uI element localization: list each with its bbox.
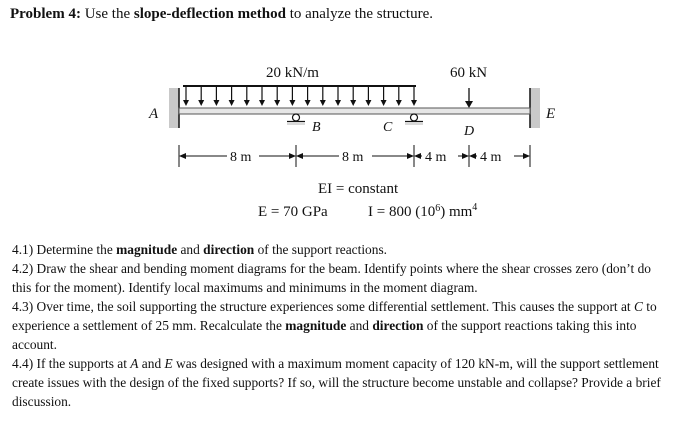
udl-arrow-head — [319, 100, 326, 106]
youngs-modulus-label: E = 70 GPa — [258, 204, 328, 220]
roller-support-c — [405, 113, 423, 125]
method-name: slope-deflection method — [133, 6, 286, 22]
question-text: C — [634, 299, 643, 314]
distributed-load — [183, 85, 417, 106]
question-text: to experience a settlement of 25 mm. Rec… — [12, 299, 657, 333]
span-bc-label: 8 m — [342, 150, 364, 165]
question-text: of the support reactions taking this int… — [12, 318, 637, 352]
dimension-arrows — [179, 153, 530, 159]
span-cd-label: 4 m — [425, 150, 447, 165]
question-emphasis: direction — [372, 318, 424, 333]
udl-arrow-head — [350, 100, 357, 106]
question-list: 4.1) Determine the magnitude and directi… — [12, 240, 668, 411]
beam — [178, 107, 531, 115]
question-item: 4.2) Draw the shear and bending moment d… — [12, 259, 668, 297]
udl-arrow-head — [289, 100, 296, 106]
udl-arrow-head — [198, 100, 205, 106]
question-text: and — [346, 318, 373, 333]
title-text-pre: Use the — [84, 6, 131, 22]
udl-arrow-head — [395, 100, 402, 106]
question-item: 4.3) Over time, the soil supporting the … — [12, 297, 668, 354]
question-emphasis: magnitude — [116, 242, 178, 257]
question-text: 4.3) Over time, the soil supporting the … — [12, 299, 635, 314]
question-text: was designed with a maximum moment capac… — [12, 356, 661, 409]
problem-title: Problem 4: Use the slope-deflection meth… — [10, 6, 433, 23]
question-emphasis: magnitude — [285, 318, 347, 333]
udl-arrow-head — [228, 100, 235, 106]
problem-label: Problem 4: — [10, 6, 81, 22]
span-ab-label: 8 m — [230, 150, 252, 165]
distributed-load-label: 20 kN/m — [266, 65, 319, 81]
udl-arrow-head — [259, 100, 265, 106]
udl-arrow-head — [365, 100, 372, 106]
udl-arrow-head — [411, 100, 417, 106]
label-d: D — [463, 124, 474, 139]
title-text-post: to analyze the structure. — [289, 6, 433, 22]
question-text: and — [177, 242, 204, 257]
label-a: A — [148, 106, 159, 122]
udl-arrow-head — [243, 100, 250, 106]
question-item: 4.1) Determine the magnitude and directi… — [12, 240, 668, 259]
point-load-arrow — [465, 88, 473, 108]
fixed-support-e — [529, 88, 540, 128]
label-b: B — [312, 120, 321, 135]
question-emphasis: direction — [203, 242, 255, 257]
question-text: 4.4) If the supports at — [12, 356, 131, 371]
ei-constant-label: EI = constant — [318, 181, 399, 197]
udl-arrow-head — [304, 100, 311, 106]
moment-of-inertia-label: I = 800 (106) mm4 — [368, 202, 477, 220]
question-item: 4.4) If the supports at A and E was desi… — [12, 354, 668, 411]
question-text: A — [130, 356, 139, 371]
question-text: E — [164, 356, 173, 371]
label-c: C — [383, 120, 393, 135]
label-e: E — [545, 106, 555, 122]
udl-arrow-head — [183, 100, 189, 106]
point-load-label: 60 kN — [450, 65, 487, 81]
roller-support-b — [287, 113, 305, 125]
fixed-support-a — [169, 88, 180, 128]
udl-arrow-head — [274, 100, 281, 106]
question-text: 4.1) Determine the — [12, 242, 117, 257]
question-text: and — [138, 356, 165, 371]
udl-arrow-head — [335, 100, 341, 106]
question-text: of the support reactions. — [254, 242, 388, 257]
udl-arrow-head — [380, 100, 387, 106]
beam-diagram: 20 kN/m 60 kN A E B C D — [148, 65, 555, 220]
question-text: 4.2) Draw the shear and bending moment d… — [12, 261, 651, 295]
span-de-label: 4 m — [480, 150, 502, 165]
udl-arrow-head — [213, 100, 220, 106]
